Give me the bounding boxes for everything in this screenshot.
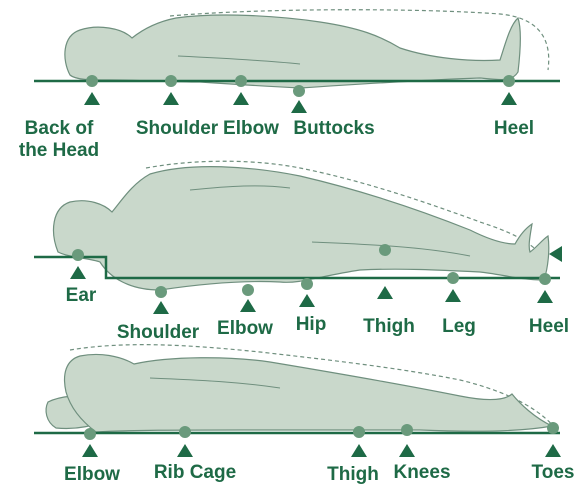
lateral-point-leg: [447, 272, 459, 284]
lateral-body-silhouette: [54, 167, 549, 290]
lateral-point-hip: [301, 278, 313, 290]
supine-point-buttocks: [293, 85, 305, 97]
label-knees: Knees: [393, 462, 450, 484]
prone-point-thigh: [353, 426, 365, 438]
prone-marker-elbow: [82, 444, 98, 457]
supine-marker-head: [84, 92, 100, 105]
supine-marker-heel: [501, 92, 517, 105]
prone-point-knees: [401, 424, 413, 436]
supine-panel: [34, 10, 560, 113]
lateral-marker-leg: [445, 289, 461, 302]
label-elbow-lateral: Elbow: [217, 318, 273, 340]
supine-marker-shoulder: [163, 92, 179, 105]
label-shoulder-lateral: Shoulder: [117, 322, 199, 344]
label-toes: Toes: [532, 462, 575, 484]
prone-marker-rib-cage: [177, 444, 193, 457]
lateral-point-ear: [72, 249, 84, 261]
lateral-point-shoulder: [155, 286, 167, 298]
label-heel-supine: Heel: [494, 118, 534, 140]
lateral-marker-shoulder: [153, 301, 169, 314]
lateral-panel: [34, 161, 562, 314]
lateral-marker-hip: [299, 294, 315, 307]
prone-panel: [34, 345, 561, 457]
prone-marker-thigh: [351, 444, 367, 457]
supine-marker-buttocks: [291, 100, 307, 113]
label-shoulder-supine: Shoulder: [136, 118, 218, 140]
supine-point-heel: [503, 75, 515, 87]
lateral-point-elbow: [242, 284, 254, 296]
lateral-marker-ear: [70, 266, 86, 279]
label-thigh-lateral: Thigh: [363, 316, 415, 338]
lateral-point-heel: [539, 273, 551, 285]
lateral-side-arrow: [549, 246, 562, 262]
label-thigh-prone: Thigh: [327, 464, 379, 486]
supine-point-head: [86, 75, 98, 87]
prone-point-elbow: [84, 428, 96, 440]
label-elbow-prone: Elbow: [64, 464, 120, 486]
label-leg: Leg: [442, 316, 476, 338]
supine-marker-elbow: [233, 92, 249, 105]
lateral-point-thigh: [379, 244, 391, 256]
label-back-of-head: Back of the Head: [12, 118, 106, 162]
lateral-marker-heel: [537, 290, 553, 303]
label-ear: Ear: [66, 285, 97, 307]
supine-point-shoulder: [165, 75, 177, 87]
label-heel-lateral: Heel: [529, 316, 569, 338]
label-rib-cage: Rib Cage: [154, 462, 236, 484]
label-elbow-supine: Elbow: [223, 118, 279, 140]
supine-body-silhouette: [65, 15, 520, 88]
prone-body-silhouette: [65, 354, 552, 432]
supine-point-elbow: [235, 75, 247, 87]
lateral-marker-elbow: [240, 299, 256, 312]
prone-point-toes: [547, 422, 559, 434]
prone-point-rib-cage: [179, 426, 191, 438]
label-hip: Hip: [296, 314, 327, 336]
label-buttocks: Buttocks: [293, 118, 374, 140]
lateral-marker-thigh: [377, 286, 393, 299]
prone-marker-toes: [545, 444, 561, 457]
prone-marker-knees: [399, 444, 415, 457]
